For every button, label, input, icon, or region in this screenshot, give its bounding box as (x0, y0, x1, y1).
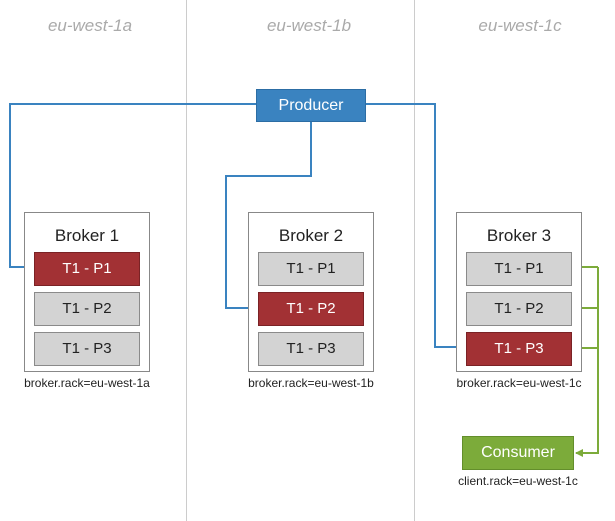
broker-1-title: Broker 1 (54, 226, 120, 245)
broker-2-rack-label: broker.rack=eu-west-1b (248, 376, 374, 390)
zone-label-b: eu-west-1b (266, 16, 352, 35)
broker-3-title: Broker 3 (486, 226, 552, 245)
consumer-fetch-arrow (575, 267, 599, 457)
broker-1-partition-2: T1 - P2 (34, 292, 140, 326)
zone-label-c: eu-west-1c (478, 16, 562, 35)
producer-to-broker3-arrow (366, 103, 465, 351)
broker-1-partition-1: T1 - P1 (34, 252, 140, 286)
broker-2-partition-1: T1 - P1 (258, 252, 364, 286)
broker-3-partition-2: T1 - P2 (466, 292, 572, 326)
broker-2-partition-3: T1 - P3 (258, 332, 364, 366)
broker-3: Broker 3 T1 - P1 T1 - P2 T1 - P3 (456, 212, 582, 372)
broker-3-partition-1: T1 - P1 (466, 252, 572, 286)
producer-to-broker1-arrow (9, 103, 256, 271)
broker-3-partition-3: T1 - P3 (466, 332, 572, 366)
broker-2-partition-2: T1 - P2 (258, 292, 364, 326)
producer-node: Producer (256, 89, 366, 122)
consumer-node: Consumer (462, 436, 574, 470)
zone-divider-1 (186, 0, 187, 521)
zone-divider-2 (414, 0, 415, 521)
broker-2: Broker 2 T1 - P1 T1 - P2 T1 - P3 (248, 212, 374, 372)
broker-2-title: Broker 2 (278, 226, 344, 245)
producer-to-broker2-arrow (225, 122, 312, 312)
broker-3-rack-label: broker.rack=eu-west-1c (456, 376, 582, 390)
broker-1: Broker 1 T1 - P1 T1 - P2 T1 - P3 (24, 212, 150, 372)
zone-label-a: eu-west-1a (47, 16, 133, 35)
broker-1-partition-3: T1 - P3 (34, 332, 140, 366)
consumer-rack-label: client.rack=eu-west-1c (458, 474, 578, 488)
broker-1-rack-label: broker.rack=eu-west-1a (24, 376, 150, 390)
